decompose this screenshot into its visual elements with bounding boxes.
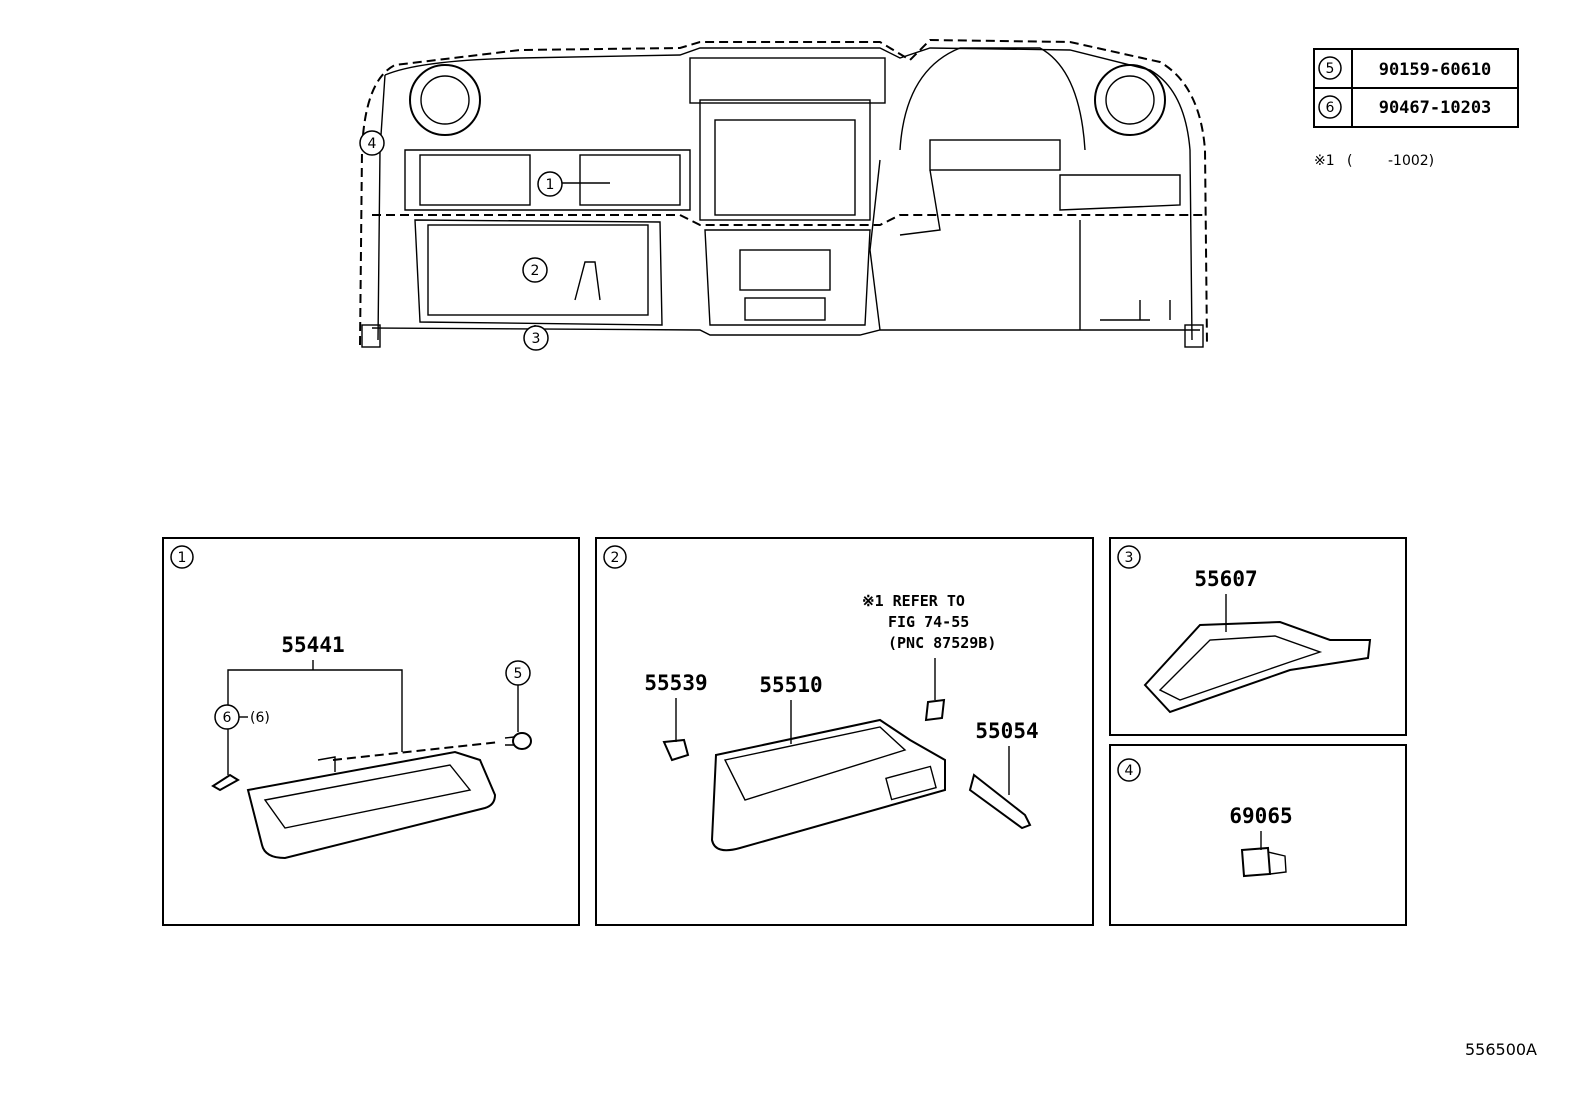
panel-2-ref xyxy=(603,545,627,569)
svg-text:1: 1 xyxy=(178,550,187,566)
glove-box-door-panel xyxy=(246,750,497,860)
svg-text:4: 4 xyxy=(368,136,377,152)
panel-2: 2 55539 55510 ※1 REFER TO FIG 74-55 (PNC… xyxy=(595,537,1094,926)
legend-note: ※1 ( -1002) xyxy=(1314,153,1434,169)
svg-text:5: 5 xyxy=(514,666,523,682)
svg-text:3: 3 xyxy=(532,331,541,347)
glove-box-door xyxy=(710,718,946,852)
dashboard-overview xyxy=(359,38,1208,348)
overview-callout-1 xyxy=(537,171,563,197)
note-refer-to: ※1 REFER TO xyxy=(862,592,965,610)
overview-callout-3 xyxy=(523,325,549,351)
svg-text:3: 3 xyxy=(1125,550,1134,566)
right-vent xyxy=(1094,64,1166,136)
svg-text:4: 4 xyxy=(1125,763,1134,779)
label-icon xyxy=(924,698,946,722)
panel-1-ref xyxy=(170,545,194,569)
legend-callout-5 xyxy=(1318,56,1342,80)
lower-panel xyxy=(1143,620,1372,714)
legend-part-90159: 90159-60610 xyxy=(1379,60,1492,80)
legend-part-90467: 90467-10203 xyxy=(1379,98,1492,118)
part-55607: 55607 xyxy=(1194,567,1257,591)
svg-text:2: 2 xyxy=(611,550,620,566)
legend-ref-5: 5 xyxy=(1326,61,1335,77)
note-fig: FIG 74-55 xyxy=(888,613,969,631)
note-value: -1002) xyxy=(1388,153,1434,169)
note-open: ( xyxy=(1347,153,1352,169)
part-55054: 55054 xyxy=(975,719,1038,743)
overview-callout-4 xyxy=(359,130,385,156)
panel-4: 4 69065 xyxy=(1109,744,1407,926)
bumper-icon xyxy=(662,738,690,762)
legend-ref-6: 6 xyxy=(1326,100,1335,116)
panel-1: 1 55441 6 (6) 5 xyxy=(162,537,580,926)
part-69065: 69065 xyxy=(1229,804,1292,828)
svg-text:1: 1 xyxy=(546,177,555,193)
left-vent xyxy=(409,64,481,136)
diagram-code: 556500A xyxy=(1465,1040,1537,1059)
clip-icon xyxy=(211,773,240,792)
part-55510: 55510 xyxy=(759,673,822,697)
svg-text:2: 2 xyxy=(531,263,540,279)
note-pnc: (PNC 87529B) xyxy=(888,634,996,652)
part-55539: 55539 xyxy=(644,671,707,695)
panel-4-ref xyxy=(1117,758,1141,782)
note-mark: ※1 xyxy=(1314,153,1335,169)
legend-table: 5 90159-60610 6 90467-10203 xyxy=(1313,48,1519,128)
overview-callouts: 1 2 3 4 xyxy=(359,130,610,351)
qty-6: (6) xyxy=(250,710,270,726)
svg-text:6: 6 xyxy=(223,710,232,726)
screw-icon xyxy=(512,732,532,750)
damper-icon xyxy=(968,773,1032,830)
overview-callout-2 xyxy=(522,257,548,283)
panel-3-ref xyxy=(1117,545,1141,569)
panel-3: 3 55607 xyxy=(1109,537,1407,736)
clip-69065-icon xyxy=(1240,846,1272,878)
part-55441: 55441 xyxy=(281,633,344,657)
legend-callout-6 xyxy=(1318,95,1342,119)
